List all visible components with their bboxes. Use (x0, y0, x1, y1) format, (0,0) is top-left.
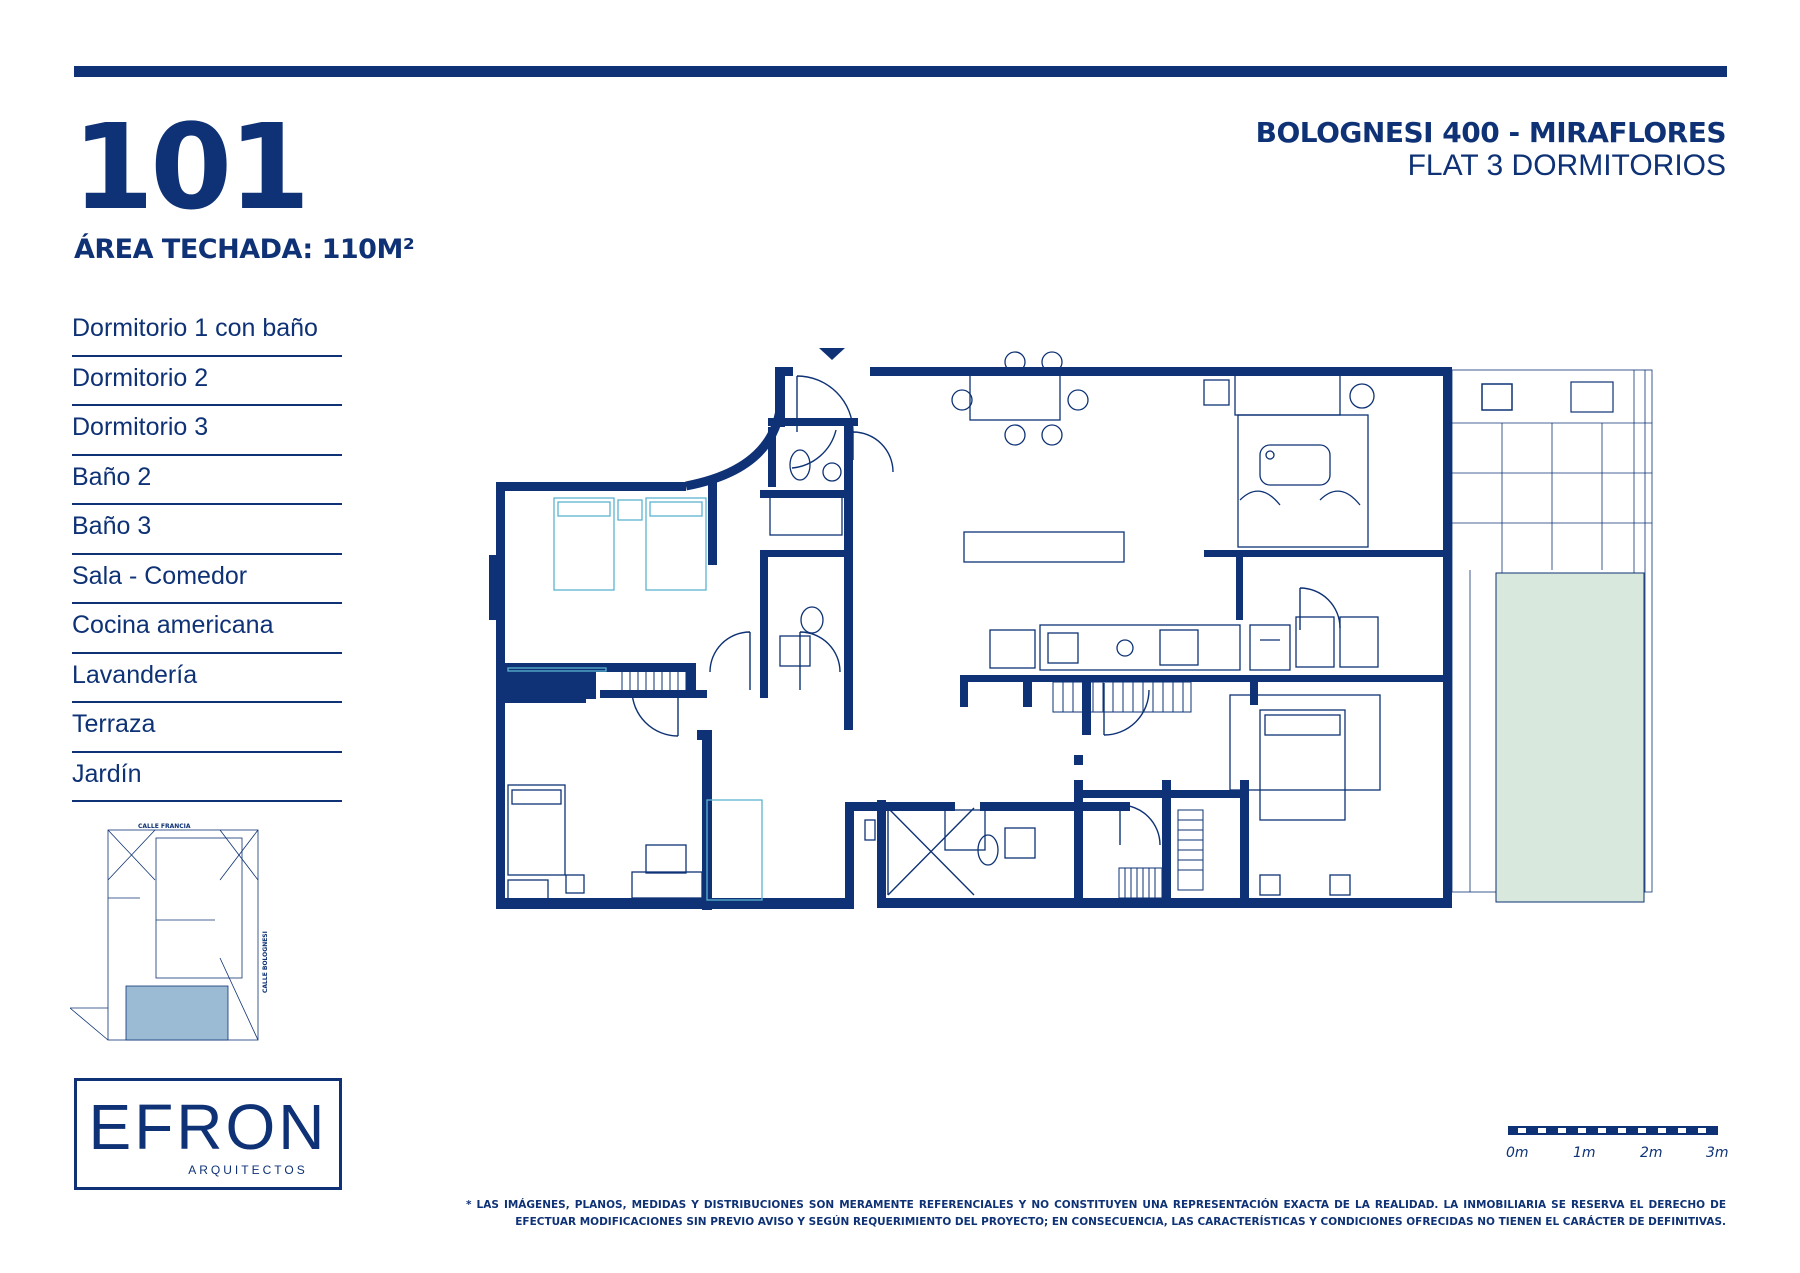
logo-name: EFRON (88, 1091, 328, 1163)
terrace-planter (1570, 381, 1614, 413)
room-item: Sala - Comedor (72, 555, 342, 604)
bedroom-1-furniture (507, 497, 707, 672)
legal-disclaimer: * LAS IMÁGENES, PLANOS, MEDIDAS Y DISTRI… (466, 1199, 1726, 1228)
room-item: Cocina americana (72, 604, 342, 654)
room-list: Dormitorio 1 con baño Dormitorio 2 Dormi… (72, 307, 342, 802)
unit-type: FLAT 3 DORMITORIOS (1407, 149, 1726, 182)
master-bedroom-furniture (1229, 694, 1381, 896)
room-item: Baño 2 (72, 456, 342, 505)
logo-subtitle: ARQUITECTOS (188, 1163, 308, 1177)
scale-label: 2m (1640, 1145, 1663, 1161)
top-rule (74, 66, 1727, 77)
stairs (505, 669, 1204, 899)
doors (631, 375, 1341, 896)
street-right-label: CALLE BOLOGNESI (262, 931, 269, 993)
efron-logo: EFRON ARQUITECTOS (74, 1078, 342, 1190)
room-item: Baño 3 (72, 505, 342, 555)
room-item: Dormitorio 1 con baño (72, 307, 342, 357)
terrace-sink-icon (1481, 383, 1513, 411)
floor-plan (489, 348, 1653, 910)
bath-fixtures (769, 449, 1036, 866)
covered-area: ÁREA TECHADA: 110M² (74, 234, 415, 265)
scale-label: 3m (1706, 1145, 1729, 1161)
kitchen-appliances (989, 616, 1379, 671)
garden (1495, 572, 1645, 903)
scale-bar (1508, 1126, 1718, 1135)
room-item: Dormitorio 2 (72, 357, 342, 406)
living-furniture (951, 351, 1375, 563)
curved-wall (685, 409, 785, 491)
walls (489, 367, 1452, 910)
room-item: Jardín (72, 753, 342, 802)
unit-number: 101 (72, 98, 310, 236)
site-highlight (125, 985, 229, 1041)
room-item: Dormitorio 3 (72, 406, 342, 456)
site-plan: CALLE FRANCIA CALLE BOLOGNESI (70, 823, 269, 1041)
street-top-label: CALLE FRANCIA (138, 823, 191, 830)
bedroom-3-furniture (507, 784, 763, 901)
entrance-marker-icon (819, 348, 845, 360)
scale-label: 0m (1506, 1145, 1529, 1161)
room-item: Terraza (72, 703, 342, 753)
room-item: Lavandería (72, 654, 342, 703)
scale-label: 1m (1573, 1145, 1596, 1161)
project-address: BOLOGNESI 400 - MIRAFLORES (1255, 116, 1727, 149)
